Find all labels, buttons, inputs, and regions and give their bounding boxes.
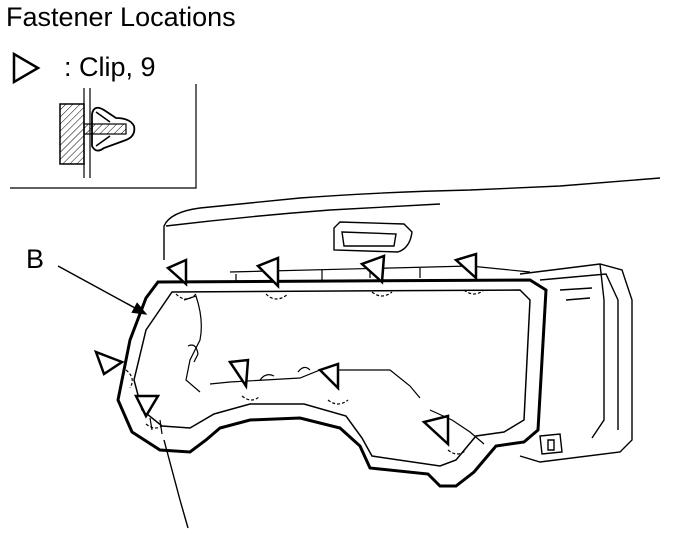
clip-markers bbox=[93, 252, 485, 455]
callout-label-b: B bbox=[26, 244, 45, 274]
callout-arrow bbox=[57, 265, 148, 315]
clip-cross-section bbox=[10, 84, 197, 189]
clip-marker bbox=[255, 256, 289, 300]
clip-marker bbox=[359, 254, 393, 297]
clip-marker bbox=[133, 394, 165, 429]
clip-marker bbox=[453, 252, 485, 295]
clip-triangle-icon bbox=[12, 51, 41, 85]
clip-marker bbox=[93, 349, 133, 389]
clip-marker bbox=[317, 362, 349, 405]
dashboard-background bbox=[163, 177, 661, 529]
legend-text: : Clip, 9 bbox=[64, 52, 156, 82]
clip-marker bbox=[421, 414, 467, 455]
diagram-title: Fastener Locations bbox=[6, 2, 236, 32]
clip-marker bbox=[227, 358, 261, 401]
clip-marker bbox=[165, 258, 197, 300]
